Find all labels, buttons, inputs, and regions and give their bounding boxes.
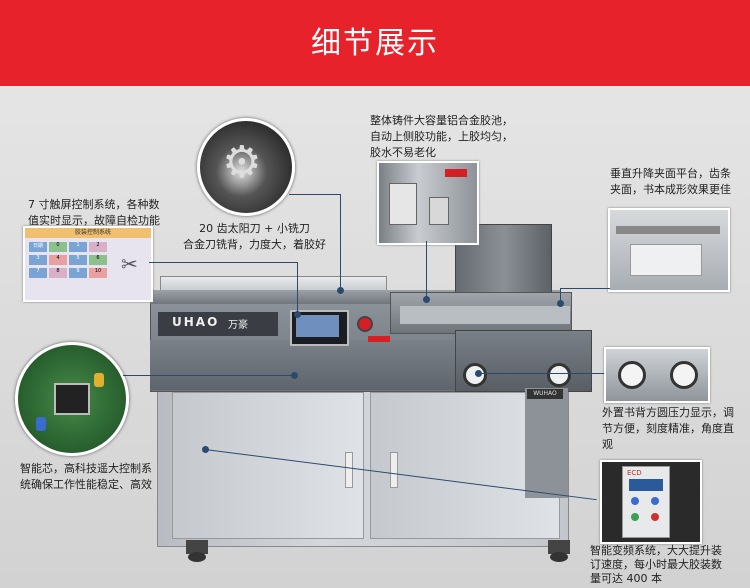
callout-gauge: 外置书背方圆压力显示，调 节方便，刻度精准，角度直 观 xyxy=(602,406,734,451)
connector-line xyxy=(560,288,561,302)
connector-dot xyxy=(557,300,564,307)
brand-logo-text: UHAO xyxy=(172,315,220,329)
right-cabinet xyxy=(525,388,568,498)
brand-logo-cn: 万豪 xyxy=(228,320,248,331)
brand-plate xyxy=(158,312,278,336)
connector-line xyxy=(560,288,610,289)
callout-glue-tank: 整体铸件大容量铝合金胶池， 自动上侧胶功能，上胶均匀， 胶水不易老化 xyxy=(370,114,513,159)
connector-dot xyxy=(291,372,298,379)
callout-clamp-platform: 垂直升降夹面平台，齿条 夹面，书本成形效果更佳 xyxy=(610,167,731,196)
clamp-bed xyxy=(630,244,702,276)
glue-tank-closeup xyxy=(377,161,479,245)
door-handle-left xyxy=(345,452,353,488)
clamp-plate xyxy=(400,306,570,324)
capacitor xyxy=(94,373,104,387)
door-handle-right xyxy=(390,452,398,488)
scissors-icon: ✂ xyxy=(121,252,138,276)
connector-dot xyxy=(475,370,482,377)
screen-cell[interactable]: 0 xyxy=(49,242,67,252)
screen-cell[interactable]: 10 xyxy=(89,268,107,278)
gauge-right xyxy=(547,363,571,387)
machine-foot xyxy=(548,540,570,554)
clamp-rail xyxy=(616,226,720,234)
gauge-dial xyxy=(618,361,646,389)
glue-roller xyxy=(389,183,417,225)
inverter-panel: ECD xyxy=(622,466,670,538)
connector-dot xyxy=(294,311,301,318)
page-title: 细节展示 xyxy=(311,26,439,61)
inverter-button[interactable] xyxy=(631,497,639,505)
machine-body-lower xyxy=(150,340,460,390)
callout-touch-screen: 7 寸触屏控制系统，各种数 值实时显示，故障自检功能 xyxy=(28,198,160,227)
inverter-button[interactable] xyxy=(651,513,659,521)
screen-cell[interactable]: 4 xyxy=(49,255,67,265)
callout-control-chip: 智能芯，高科技遥大控制系 统确保工作性能稳定、高效 xyxy=(20,462,152,491)
machine-wheel xyxy=(550,552,568,562)
connector-dot xyxy=(423,296,430,303)
capacitor xyxy=(36,417,46,431)
connector-line xyxy=(297,262,298,314)
screen-display xyxy=(296,315,339,337)
machine-wheel xyxy=(188,552,206,562)
emergency-stop-button[interactable] xyxy=(357,316,373,332)
screen-cell[interactable]: 日期 xyxy=(29,242,47,252)
screen-button-grid: 日期 0 1 2 3 4 5 6 7 8 9 10 xyxy=(29,242,109,294)
red-indicator xyxy=(368,336,390,342)
connector-dot xyxy=(202,446,209,453)
screen-cell[interactable]: 1 xyxy=(69,242,87,252)
small-label-plate: WUHAO xyxy=(527,389,563,399)
screen-header xyxy=(25,228,151,238)
screen-title: 胶装控制系统 xyxy=(75,229,112,236)
inverter-button[interactable] xyxy=(651,497,659,505)
glue-roller xyxy=(429,197,449,225)
control-board-closeup xyxy=(15,342,129,456)
screen-cell[interactable]: 9 xyxy=(69,268,87,278)
touch-screen-closeup: 胶装控制系统 日期 0 1 2 3 4 5 6 7 8 9 10 ✂ xyxy=(23,226,153,302)
inverter-display xyxy=(629,479,663,491)
screen-cell[interactable]: 5 xyxy=(69,255,87,265)
screen-cell[interactable]: 3 xyxy=(29,255,47,265)
red-label xyxy=(445,169,467,177)
header-banner: 细节展示 xyxy=(0,0,750,86)
screen-cell[interactable]: 7 xyxy=(29,268,47,278)
connector-line xyxy=(340,194,341,290)
clamp-platform-closeup xyxy=(608,208,730,292)
callout-inverter: 智能变频系统，大大提升装 订速度，每小时最大胶装数 量可达 400 本 xyxy=(590,544,722,585)
connector-line xyxy=(426,241,427,299)
gear-icon: ⚙ xyxy=(222,137,262,188)
machine-foot xyxy=(186,540,208,554)
connector-line xyxy=(289,194,340,195)
inverter-closeup: ECD xyxy=(600,460,702,544)
gauge-closeup xyxy=(604,347,710,403)
inverter-button[interactable] xyxy=(631,513,639,521)
chip-icon xyxy=(54,383,90,415)
screen-cell[interactable]: 2 xyxy=(89,242,107,252)
callout-blade: 20 齿太阳刀 + 小铣刀 合金刀铣背，力度大，着胶好 xyxy=(183,222,326,251)
connector-dot xyxy=(337,287,344,294)
screen-cell[interactable]: 8 xyxy=(49,268,67,278)
blade-closeup: ⚙ xyxy=(197,118,295,216)
connector-line xyxy=(149,262,297,263)
gauge-dial xyxy=(670,361,698,389)
screen-cell[interactable]: 6 xyxy=(89,255,107,265)
inverter-brand: ECD xyxy=(627,469,642,477)
connector-line xyxy=(123,375,294,376)
connector-line xyxy=(478,373,604,374)
